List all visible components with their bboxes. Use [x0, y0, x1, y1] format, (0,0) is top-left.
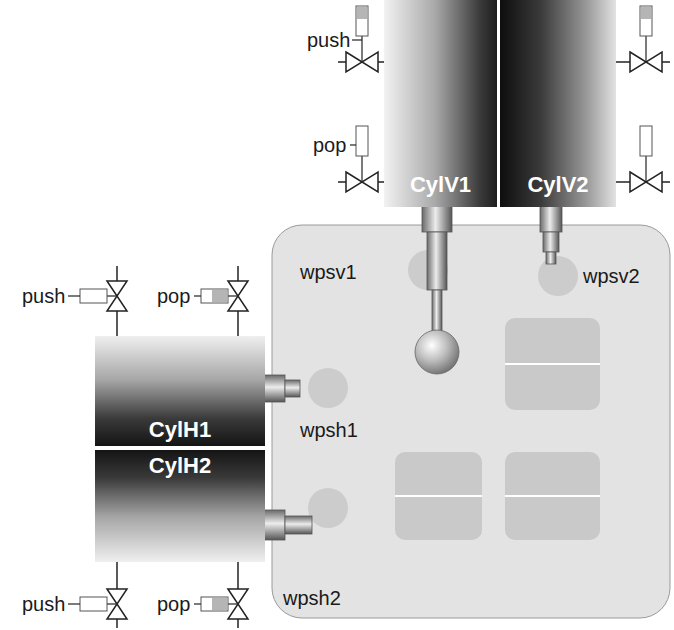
pipe	[237, 560, 239, 589]
valve-stem	[107, 603, 117, 604]
pipe	[116, 619, 118, 628]
valve-symbol	[346, 52, 378, 72]
horizontal-cylinder: CylH1	[95, 336, 265, 446]
state-indicator	[356, 126, 368, 156]
pipe	[116, 560, 118, 589]
leader-line	[194, 603, 201, 604]
state-indicator	[201, 597, 228, 611]
state-indicator	[640, 126, 652, 156]
sensor-circle	[308, 368, 348, 408]
pipe	[614, 181, 630, 183]
vertical-cylinder: CylV2	[500, 0, 616, 207]
valve-stem	[228, 295, 238, 296]
valve-symbol	[630, 172, 662, 192]
cylinder-name: CylH2	[149, 454, 211, 478]
gripper-ball	[415, 330, 459, 374]
valve-stem	[645, 156, 646, 182]
pipe	[338, 181, 346, 183]
workpiece-pad	[505, 318, 600, 410]
pad-line	[505, 495, 600, 497]
piston-rod	[543, 232, 559, 252]
rod-gland	[422, 205, 452, 232]
state-indicator	[201, 289, 228, 303]
sensor-label: wpsv2	[583, 266, 640, 286]
signal-label: pop	[157, 286, 190, 306]
valve-stem	[107, 295, 117, 296]
sensor-label: wpsh1	[300, 420, 358, 440]
cylinder-name: CylH1	[149, 418, 211, 442]
pipe	[116, 266, 118, 281]
horizontal-cylinder: CylH2	[95, 450, 265, 562]
rod-gland	[263, 510, 285, 540]
valve-stem	[361, 156, 362, 182]
pipe	[237, 619, 239, 628]
indicator-fill	[641, 7, 651, 19]
valve-stem	[228, 603, 238, 604]
signal-label: push	[22, 286, 65, 306]
indicator-fill	[212, 598, 227, 610]
valve-symbol	[346, 172, 378, 192]
sensor-circle	[308, 488, 348, 528]
piston-rod	[285, 380, 300, 397]
pipe	[338, 61, 346, 63]
cylinder-name: CylV2	[527, 173, 588, 197]
indicator-fill	[212, 290, 227, 302]
rod-gland	[540, 205, 562, 232]
signal-label: push	[307, 30, 350, 50]
pad-line	[505, 363, 600, 365]
valve-symbol	[228, 589, 248, 619]
valve-symbol	[228, 281, 248, 311]
piston-rod	[546, 252, 556, 264]
pipe	[614, 61, 630, 63]
state-indicator	[80, 289, 107, 303]
vertical-cylinder: CylV1	[384, 0, 497, 207]
pipe	[237, 266, 239, 281]
state-indicator	[356, 6, 368, 36]
rod-gland	[263, 375, 285, 402]
signal-label: pop	[157, 594, 190, 614]
signal-label: push	[22, 594, 65, 614]
signal-label: pop	[313, 135, 346, 155]
piston-rod	[285, 516, 312, 534]
valve-symbol	[107, 589, 127, 619]
pipe	[237, 311, 239, 338]
piston-rod	[427, 232, 447, 290]
valve-symbol	[630, 52, 662, 72]
leader-line	[194, 295, 201, 296]
workpiece-pad	[395, 452, 482, 540]
sensor-label: wpsv1	[300, 262, 357, 282]
leader-line	[68, 603, 80, 604]
indicator-fill	[357, 7, 367, 19]
cylinder-name: CylV1	[410, 173, 471, 197]
pipe	[662, 181, 670, 183]
workpiece-pad	[505, 452, 600, 540]
sensor-circle	[538, 256, 578, 296]
pipe	[116, 311, 118, 338]
leader-line	[350, 144, 356, 145]
leader-line	[352, 39, 362, 40]
valve-symbol	[107, 281, 127, 311]
pad-line	[395, 495, 482, 497]
pipe	[662, 61, 670, 63]
state-indicator	[640, 6, 652, 36]
workspace-plate	[272, 225, 670, 618]
valve-stem	[645, 36, 646, 62]
state-indicator	[80, 597, 107, 611]
piston-rod	[432, 290, 442, 335]
sensor-label: wpsh2	[283, 588, 341, 608]
leader-line	[68, 295, 80, 296]
